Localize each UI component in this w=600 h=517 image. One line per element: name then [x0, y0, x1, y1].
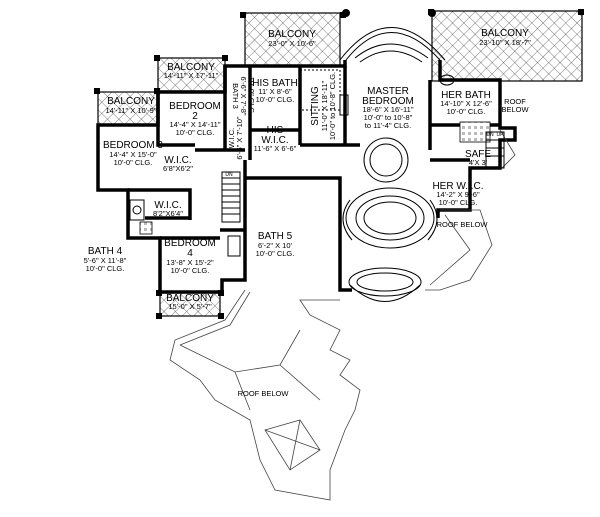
- sitting-label: SITTING: [310, 86, 321, 126]
- master-bedroom-clg: 10'-0" to 10'-8": [364, 113, 413, 122]
- her-wic-dims: 14'-2" X 9'-6": [436, 190, 480, 199]
- stair-dn-mark: DN: [225, 172, 233, 178]
- room-labels: BALCONY 23'-0" X 10'-6" BALCONY 23'-10" …: [84, 28, 531, 398]
- master-bedroom-dims: 18'-6" X 16'-11": [363, 105, 414, 114]
- master-bedroom-label: MASTER: [367, 86, 409, 97]
- his-bath-dims: 11' X 8'-6": [258, 87, 292, 96]
- bath-4-clg: 10'-0" CLG.: [86, 264, 125, 273]
- balcony-top-right-dims: 23'-10" X 18'-7": [479, 38, 531, 47]
- bedroom-2-number: 2: [192, 111, 198, 122]
- balcony-bottom-dims: 15'-0" X 5'-7": [168, 302, 212, 311]
- wic-bed4-label: W.I.C.: [154, 200, 181, 211]
- balcony-top-center-area: [244, 12, 341, 67]
- his-wic-label-2: W.I.C.: [261, 135, 288, 146]
- his-wic-label: HIS: [267, 125, 284, 136]
- bath-5-label: BATH 5: [258, 231, 293, 242]
- roof-below-right-top-2: BELOW: [501, 105, 529, 114]
- bath-3-label: BATH 3: [231, 83, 240, 109]
- sitting-clg: 10'-0" to 10'-8" CLG.: [328, 72, 337, 140]
- bedroom-3-dims: 14'-4" X 15'-0": [109, 150, 157, 159]
- his-bath-clg: 10'-0" CLG.: [256, 95, 295, 104]
- bath-4-label: BATH 4: [88, 246, 123, 257]
- roof-below-right-top-1: ROOF: [504, 97, 526, 106]
- bath-3-dims: 6'-6" X 7'-8": [239, 76, 248, 115]
- her-wic-clg: 10'-0" CLG.: [439, 198, 478, 207]
- her-bath-dims: 14'-10" X 12'-6": [440, 99, 492, 108]
- right-stair-dn-mark: DN: [486, 132, 494, 138]
- wic-3-dims: 6'-6" X 7'-10": [235, 116, 244, 160]
- sitting-group: SITTING 11'-0" X 18'-11" 10'-0" to 10'-8…: [310, 72, 337, 140]
- rotunda-stair: [342, 137, 438, 302]
- master-bedroom-label-2: BEDROOM: [362, 96, 414, 107]
- wic-3-label: W.I.C.: [227, 128, 236, 148]
- bedroom-2-dims: 14'-4" X 14'-11": [170, 120, 221, 129]
- bedroom-3-label: BEDROOM 3: [103, 140, 163, 151]
- roof-lines: [169, 129, 516, 501]
- wic-bed3-dims: 6'8"X6'2": [163, 164, 193, 173]
- bedroom-2-clg: 10'-0" CLG.: [176, 128, 215, 137]
- balcony-top-right-label: BALCONY: [481, 28, 529, 39]
- balcony-left-dims: 14'-11" X 10'-9": [106, 106, 157, 115]
- balcony-upper-left-dims: 14'-11" X 17'-11": [164, 71, 219, 80]
- balcony-areas: [97, 10, 583, 317]
- arched-balcony: [339, 9, 446, 63]
- bedroom-3-clg: 10'-0" CLG.: [114, 158, 153, 167]
- bath-5-clg: 10'-0" CLG.: [256, 249, 295, 258]
- his-wic-dims: 11'-6" X 6'-6": [254, 144, 297, 153]
- his-bath-label: HIS BATH: [252, 78, 297, 89]
- bath-3-group: BATH 3 6'-6" X 7'-8" 10'-0" CLG.: [231, 76, 256, 115]
- bedroom-4-dims: 13'-8" X 15'-2": [166, 258, 214, 267]
- safe-label: SAFE: [465, 149, 491, 160]
- balcony-top-right-area: [431, 10, 583, 82]
- balcony-top-center-label: BALCONY: [268, 29, 316, 40]
- bedroom-2-label: BEDROOM: [169, 101, 221, 112]
- master-bedroom-clg-2: to 11'-4" CLG.: [365, 121, 411, 130]
- bath-5-dims: 6'-2" X 10': [258, 241, 292, 250]
- bedroom-4-label: BEDROOM: [164, 238, 216, 249]
- wic-bed4-dims: 8'2"X6'4": [153, 209, 183, 218]
- roof-below-right-mid: ROOF BELOW: [437, 220, 489, 229]
- her-wic-label: HER W.I.C.: [432, 181, 483, 192]
- bedroom-4-number: 4: [187, 248, 193, 259]
- bedroom-4-clg: 10'-0" CLG.: [171, 266, 210, 275]
- bath-4-dims: 5'-6" X 11'-8": [84, 256, 127, 265]
- safe-dims: 4'X 3': [469, 158, 488, 167]
- bath-3-clg: 10'-0" CLG.: [247, 77, 256, 116]
- balcony-left-label: BALCONY: [107, 96, 155, 107]
- interior-walls: [128, 66, 500, 240]
- wic-bed3-label: W.I.C.: [164, 155, 191, 166]
- balcony-upper-left-label: BALCONY: [167, 62, 215, 73]
- roof-below-bottom: ROOF BELOW: [238, 389, 290, 398]
- wic-3-group: W.I.C. 6'-6" X 7'-10": [227, 116, 244, 160]
- sitting-dims: 11'-0" X 18'-11": [320, 80, 329, 131]
- fixtures: [129, 69, 491, 257]
- stair-left: [221, 171, 241, 223]
- columns: [94, 9, 584, 319]
- her-bath-clg: 10'-0" CLG.: [447, 107, 486, 116]
- balcony-bottom-label: BALCONY: [166, 293, 214, 304]
- her-bath-label: HER BATH: [441, 90, 491, 101]
- right-stair: [485, 131, 505, 169]
- right-stair-up-mark: UP: [497, 132, 505, 138]
- balcony-top-center-dims: 23'-0" X 10'-6": [268, 39, 316, 48]
